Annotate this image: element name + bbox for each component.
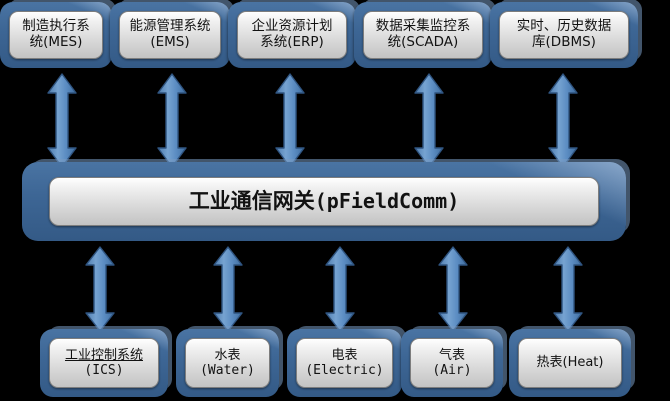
node-label-line1: 电表 (331, 347, 358, 363)
node-label-mes: 制造执行系 统(MES) (9, 11, 103, 59)
gateway-label: 工业通信网关(pFieldComm) (49, 177, 599, 226)
lower-arrow-5 (553, 246, 583, 332)
upper-arrow-2 (157, 73, 187, 168)
top-node-ems[interactable]: 能源管理系统 (EMS) (110, 2, 230, 68)
node-label-line2: (ICS) (84, 363, 124, 378)
node-label-electric: 电表 (Electric) (296, 338, 393, 388)
bottom-node-air[interactable]: 气表 (Air) (401, 329, 503, 397)
node-label-line1: 实时、历史数据 (516, 18, 612, 35)
lower-arrow-2 (213, 246, 243, 332)
node-label-line2: (EMS) (150, 34, 190, 50)
gateway-label-cn: 工业通信网关 (188, 189, 315, 214)
node-label-line2: (Air) (432, 363, 472, 378)
bottom-node-ics[interactable]: 工业控制系统 (ICS) (40, 329, 168, 397)
gateway-label-en: (pFieldComm) (314, 189, 460, 214)
node-label-line1: 能源管理系统 (129, 18, 211, 35)
node-label-ems: 能源管理系统 (EMS) (119, 11, 221, 59)
node-label-line1: 水表 (214, 347, 241, 363)
node-label-line2: 统(SCADA) (387, 34, 459, 50)
upper-arrow-1 (47, 73, 77, 168)
node-label-line2: 系统(ERP) (260, 34, 324, 50)
gateway-node[interactable]: 工业通信网关(pFieldComm) (22, 162, 626, 241)
upper-arrow-5 (548, 73, 578, 168)
node-label-line2: (Water) (200, 363, 255, 378)
top-node-mes[interactable]: 制造执行系 统(MES) (0, 2, 112, 68)
node-label-ics: 工业控制系统 (ICS) (49, 338, 159, 388)
node-label-water: 水表 (Water) (185, 338, 270, 388)
node-label-line1: 气表 (438, 347, 465, 363)
node-label-scada: 数据采集监控系 统(SCADA) (363, 11, 483, 59)
upper-arrow-3 (275, 73, 305, 168)
lower-arrow-3 (325, 246, 355, 332)
node-label-erp: 企业资源计划 系统(ERP) (237, 11, 347, 59)
node-label-line1: 企业资源计划 (251, 18, 333, 35)
node-label-line1: 工业控制系统 (64, 347, 143, 363)
node-label-line2: 统(MES) (29, 34, 83, 50)
node-label-heat: 热表(Heat) (518, 338, 622, 388)
node-label-line2: (Electric) (305, 363, 384, 378)
bottom-node-water[interactable]: 水表 (Water) (176, 329, 279, 397)
node-label-line1: 热表(Heat) (536, 355, 604, 371)
node-label-line2: 库(DBMS) (532, 34, 596, 50)
lower-arrow-1 (85, 246, 115, 332)
node-label-line1: 数据采集监控系 (375, 18, 471, 35)
node-label-dbms: 实时、历史数据 库(DBMS) (499, 11, 629, 59)
node-label-line1: 制造执行系 (22, 18, 90, 35)
bottom-node-heat[interactable]: 热表(Heat) (509, 329, 631, 397)
upper-arrow-4 (414, 73, 444, 168)
bottom-node-electric[interactable]: 电表 (Electric) (287, 329, 402, 397)
top-node-dbms[interactable]: 实时、历史数据 库(DBMS) (490, 2, 638, 68)
top-node-scada[interactable]: 数据采集监控系 统(SCADA) (354, 2, 492, 68)
lower-arrow-4 (438, 246, 468, 332)
top-node-erp[interactable]: 企业资源计划 系统(ERP) (228, 2, 356, 68)
node-label-air: 气表 (Air) (410, 338, 494, 388)
